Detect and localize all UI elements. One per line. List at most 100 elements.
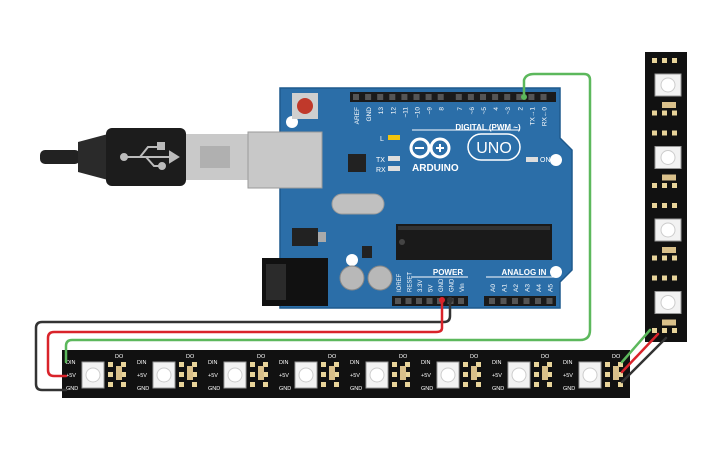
solder-pad	[405, 382, 410, 387]
board-brand: ARDUINO	[412, 163, 459, 174]
led-tx-indicator	[388, 156, 400, 161]
strip-pin-label: DIN	[421, 360, 431, 366]
usb-plug-inner	[200, 146, 230, 168]
dc-jack-front	[266, 264, 286, 300]
small-ic	[362, 246, 372, 258]
strip-pin-label: DO	[612, 354, 621, 360]
solder-pad	[192, 372, 197, 377]
strip-pin-label: GND	[279, 386, 291, 392]
digital-pin-label: ~11	[402, 107, 409, 118]
analog-pin-label: A5	[548, 284, 555, 292]
led-on-indicator	[526, 157, 538, 162]
digital-pin-hole	[540, 94, 547, 100]
analog-pin-label: A4	[536, 284, 543, 292]
solder-pad	[476, 362, 481, 367]
strip-pin-label: DIN	[208, 360, 218, 366]
solder-pad	[121, 362, 126, 367]
power-section-label: POWER	[433, 268, 463, 277]
mounting-hole	[550, 154, 562, 166]
strip-pin-label: +5V	[492, 373, 502, 379]
usb-strain-relief	[78, 134, 108, 180]
crystal-oscillator	[331, 193, 385, 215]
solder-pad	[605, 372, 610, 377]
strip-pin-label: +5V	[66, 373, 76, 379]
solder-pad	[405, 372, 410, 377]
wires	[34, 72, 668, 392]
power-pin-label: 3.3V	[418, 280, 424, 292]
digital-pin-hole	[365, 94, 372, 100]
smd-resistor	[613, 366, 619, 380]
power-pin-label: GND	[439, 278, 445, 292]
solder-point	[439, 297, 445, 303]
digital-pin-label: TX→1	[529, 107, 536, 126]
solder-pad	[547, 382, 552, 387]
digital-pin-hole	[425, 94, 432, 100]
strip-pin-label: DO	[399, 354, 408, 360]
led-on-label: ON	[540, 157, 551, 164]
digital-pin-hole	[389, 94, 396, 100]
solder-pad	[179, 362, 184, 367]
power-pin-hole	[416, 298, 422, 304]
capacitor	[339, 265, 365, 291]
strip-pin-label: +5V	[208, 373, 218, 379]
strip-pin-label: DIN	[563, 360, 573, 366]
solder-pad	[672, 58, 677, 63]
solder-pad	[652, 203, 657, 208]
digital-pin-hole	[516, 94, 523, 100]
digital-pin-label: GND	[366, 107, 373, 122]
digital-pin-label: ~5	[481, 107, 488, 115]
board-model: UNO	[476, 140, 512, 157]
solder-pad	[321, 382, 326, 387]
solder-pad	[121, 372, 126, 377]
solder-pad	[476, 382, 481, 387]
power-pin-label: RESET	[408, 272, 414, 292]
analog-pin-label: A3	[525, 284, 532, 292]
digital-pin-label: RX←0	[542, 107, 549, 127]
solder-pad	[662, 183, 667, 188]
chip-highlight	[398, 226, 550, 230]
led-segment: DIN +5V GND DO	[492, 354, 552, 392]
digital-pin-hole	[413, 94, 420, 100]
usb-interface-chip	[348, 154, 366, 172]
led-rx-label: RX	[376, 167, 386, 174]
led-strip-horizontal: DIN +5V GND DO DIN +5V GND DO DIN +5V GND DO DIN +5V G…	[62, 350, 630, 398]
wire-data-green	[64, 72, 592, 364]
power-pin-label: GND	[450, 278, 456, 292]
solder-pad	[250, 362, 255, 367]
mounting-hole	[550, 266, 562, 278]
solder-pad	[547, 372, 552, 377]
strip-pin-label: +5V	[421, 373, 431, 379]
usb-b-socket	[247, 131, 323, 189]
analog-pin-hole	[500, 298, 507, 304]
led-emitter	[582, 367, 598, 383]
strip-pin-label: GND	[421, 386, 433, 392]
strip-pin-label: DO	[257, 354, 266, 360]
strip-pin-label: DO	[541, 354, 550, 360]
solder-pad	[652, 275, 657, 281]
digital-pin-label: ~3	[505, 107, 512, 115]
strip-pin-label: GND	[492, 386, 504, 392]
solder-pad	[192, 382, 197, 387]
solder-pad	[652, 255, 657, 261]
analog-pin-label: A0	[490, 284, 497, 292]
digital-pin-label: 8	[439, 107, 446, 111]
regulator-tab	[318, 232, 326, 242]
analog-pin-hole	[546, 298, 553, 304]
strip-pin-label: DIN	[492, 360, 502, 366]
solder-pad	[463, 362, 468, 367]
strip-pin-label: GND	[137, 386, 149, 392]
solder-pad	[392, 362, 397, 367]
solder-pad	[662, 203, 667, 208]
solder-pad	[108, 382, 113, 387]
solder-pad	[672, 130, 677, 136]
solder-pad	[672, 110, 677, 116]
solder-pad	[534, 362, 539, 367]
digital-section-label: DIGITAL (PWM ~)	[455, 123, 521, 132]
digital-pin-label: ~10	[415, 107, 422, 118]
